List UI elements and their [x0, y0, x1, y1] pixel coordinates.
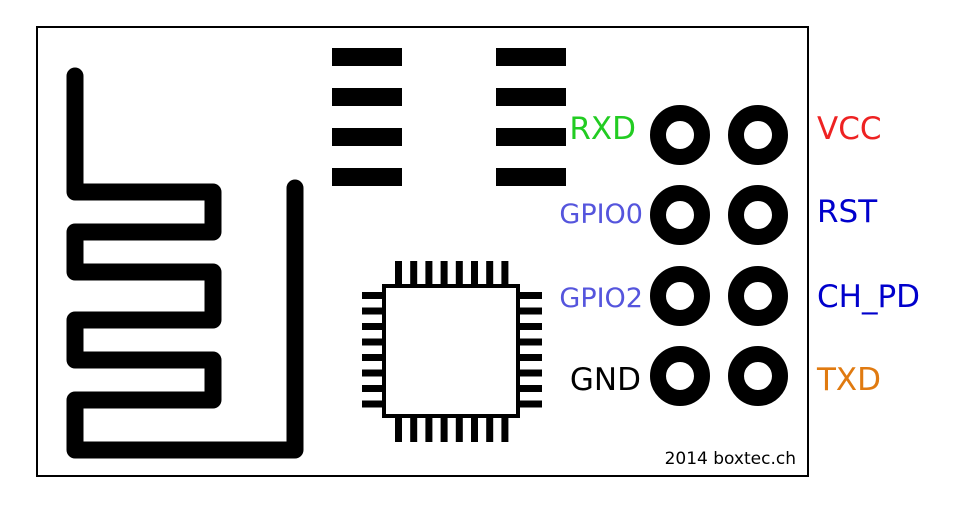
chip-pin: [425, 418, 433, 442]
pad: [496, 168, 566, 186]
chip-pin: [362, 400, 384, 408]
header-pad-right-2: [728, 185, 788, 245]
header-pad-left-1: [650, 105, 710, 165]
pad: [332, 128, 402, 146]
chip-pin: [486, 418, 494, 442]
pad: [332, 168, 402, 186]
pin-label-gpio2: GPIO2: [559, 283, 643, 314]
chip-pin: [395, 418, 402, 442]
chip-pin: [362, 323, 384, 330]
credit-text: 2014 boxtec.ch: [665, 449, 796, 469]
chip-pin: [471, 261, 478, 285]
chip-pin: [520, 385, 542, 392]
chip-pin: [501, 261, 509, 285]
chip-pin: [520, 354, 542, 361]
pin-label-gnd: GND: [570, 362, 641, 398]
pcb-antenna: [66, 67, 304, 459]
chip-pin: [520, 369, 542, 377]
esp-chip: [362, 261, 542, 442]
chip-pin: [520, 400, 542, 408]
chip-pin: [520, 292, 542, 299]
pad: [496, 88, 566, 106]
chip-pin: [410, 261, 418, 285]
pin-label-txd: TXD: [816, 362, 881, 398]
board-outline: [36, 26, 809, 477]
chip-pin: [395, 261, 402, 285]
header-pad-left-3: [650, 266, 710, 326]
chip-pin: [410, 418, 418, 442]
pin-label-vcc: VCC: [817, 111, 882, 147]
pin-label-rst: RST: [817, 194, 878, 230]
header-pad-left-2: [650, 185, 710, 245]
chip-pin: [440, 261, 448, 285]
chip-pin: [362, 338, 384, 346]
chip-pin: [471, 418, 478, 442]
chip-pin: [362, 369, 384, 377]
chip-outline: [382, 284, 520, 418]
header-pad-left-4: [650, 346, 710, 406]
chip-pin: [520, 338, 542, 346]
chip-pins: [362, 261, 542, 442]
header-pad-right-3: [728, 266, 788, 326]
pin-label-gpio0: GPIO0: [559, 199, 643, 230]
pad: [496, 48, 566, 66]
header-pad-right-1: [728, 105, 788, 165]
chip-pin: [425, 261, 433, 285]
pad: [496, 128, 566, 146]
chip-pin: [520, 323, 542, 330]
chip-pin: [455, 418, 463, 442]
pin-label-ch-pd: CH_PD: [817, 279, 920, 315]
pad: [332, 48, 402, 66]
chip-pin: [520, 307, 542, 315]
chip-pin: [486, 261, 494, 285]
chip-pin: [501, 418, 509, 442]
chip-pin: [362, 292, 384, 299]
chip-pin: [362, 307, 384, 315]
pad: [332, 88, 402, 106]
chip-pin: [440, 418, 448, 442]
pin-label-rxd: RXD: [569, 111, 636, 147]
header-pad-right-4: [728, 346, 788, 406]
chip-pin: [362, 385, 384, 392]
chip-pin: [362, 354, 384, 361]
flash-chip-pads: [332, 48, 566, 186]
chip-pin: [455, 261, 463, 285]
header-pads: [650, 105, 788, 406]
